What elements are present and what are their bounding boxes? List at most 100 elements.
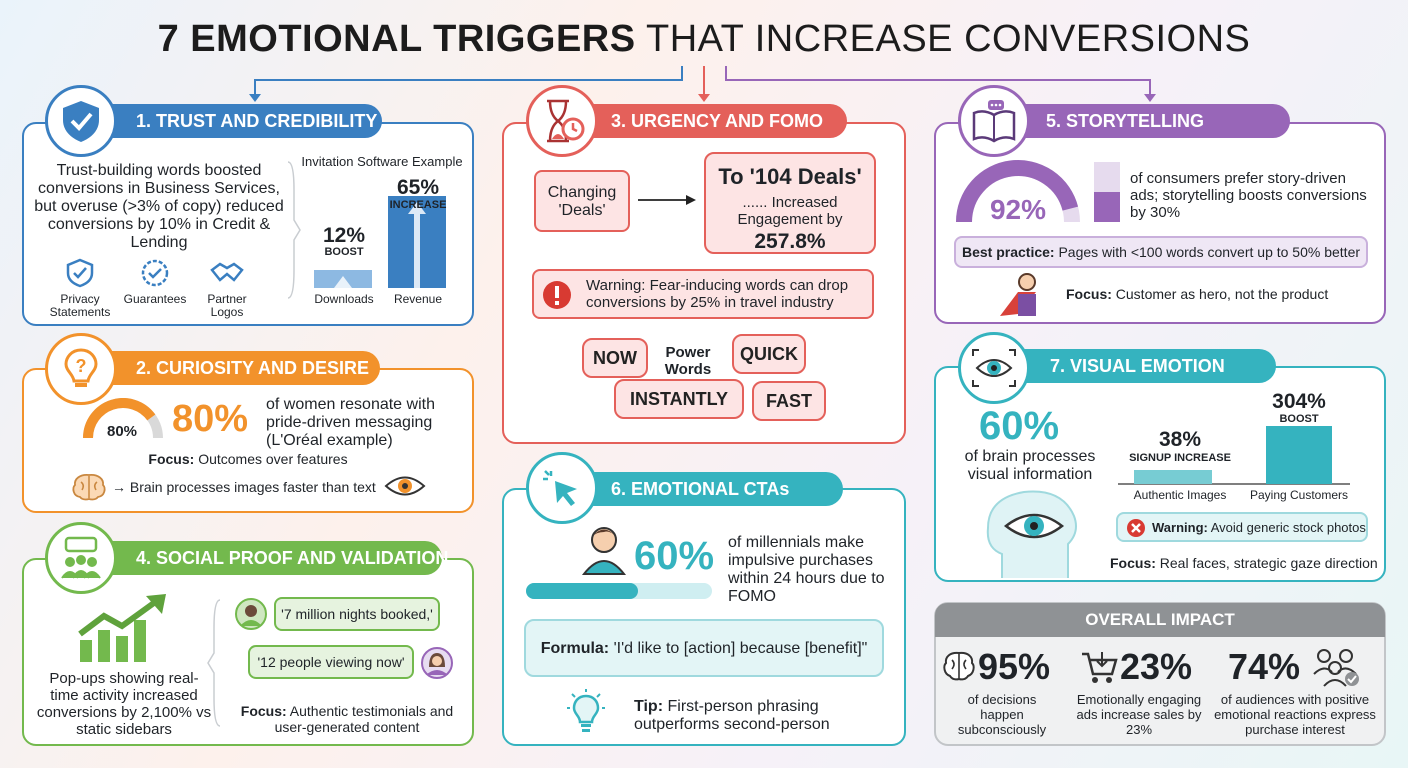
trust-header: 1. TRUST AND CREDIBILITY: [92, 104, 382, 138]
visual-badge: [958, 332, 1030, 404]
visual-bar-authentic-value: 38%: [1158, 428, 1202, 451]
power-word-fast: FAST: [752, 381, 826, 421]
avatar-man-icon: [235, 598, 267, 630]
hourglass-clock-icon: [547, 99, 585, 143]
visual-header: 7. VISUAL EMOTION: [1002, 349, 1276, 383]
social-text: Pop-ups showing real-time activity incre…: [36, 670, 212, 738]
visual-bar-authentic-label: Authentic Images: [1133, 488, 1227, 502]
overall-stat-2-text: Emotionally engaging ads increase sales …: [1076, 692, 1202, 737]
trust-icon-guarantees: Guarantees: [118, 258, 192, 306]
curiosity-gauge: [83, 398, 163, 439]
power-word-quick: QUICK: [732, 334, 806, 374]
bar-authentic-images: [1134, 470, 1212, 484]
curiosity-focus: Focus: Outcomes over features: [148, 451, 348, 467]
brain-eye-icon: [986, 490, 1077, 578]
trust-bar-chart: [314, 196, 446, 288]
story-focus: Focus: Customer as hero, not the product: [1066, 286, 1329, 302]
ctas-progress-track: [526, 583, 712, 599]
story-card: [934, 122, 1386, 324]
trust-bar-revenue-tag: INCREASE: [389, 199, 447, 211]
ctas-badge: [526, 452, 598, 524]
ctas-header: 6. EMOTIONAL CTAs: [567, 472, 843, 506]
visual-focus: Focus: Real faces, strategic gaze direct…: [1110, 555, 1378, 571]
person-icon: [581, 527, 627, 575]
overall-stat-3-value: 74%: [1228, 646, 1301, 687]
social-focus: Focus: Authentic testimonials and user-g…: [240, 703, 454, 735]
urgency-arrow-icon: [638, 195, 696, 205]
overall-stat-1-value: 95%: [978, 646, 1051, 687]
trust-example-title: Invitation Software Example: [301, 154, 463, 169]
power-word-now: NOW: [582, 338, 648, 378]
social-quote-2: '12 people viewing now': [248, 645, 414, 679]
story-header: 5. STORYTELLING: [1002, 104, 1290, 138]
book-icon: [972, 100, 1016, 143]
bar-paying-customers: [1266, 426, 1332, 484]
error-x-icon: [1127, 519, 1145, 537]
visual-bar-authentic-tag: SIGNUP INCREASE: [1129, 452, 1231, 464]
shield-icon: [66, 258, 94, 288]
power-word-instantly: INSTANTLY: [614, 379, 744, 419]
cursor-click-icon: [543, 470, 577, 506]
people-icon: [1313, 649, 1359, 687]
story-gauge: [956, 160, 1080, 223]
avatar-woman-icon: [421, 647, 453, 679]
visual-big-stat: 60%: [978, 404, 1060, 448]
visual-bar-chart: [1118, 426, 1350, 485]
brain-icon: [72, 473, 106, 501]
urgency-badge: [526, 85, 598, 157]
urgency-power-label: Power Words: [664, 344, 712, 378]
curiosity-stat-text: of women resonate with pride-driven mess…: [266, 396, 435, 449]
story-gauge-label: 92%: [989, 194, 1047, 225]
shield-check-icon: [63, 101, 99, 142]
urgency-from-box: Changing 'Deals': [534, 170, 630, 232]
visual-warning-box: Warning: Avoid generic stock photos: [1116, 512, 1368, 542]
superhero-icon: [1000, 273, 1036, 316]
overall-stat-1-text: of decisions happen subconsciously: [957, 692, 1047, 737]
curiosity-arrow-text: → Brain processes images faster than tex…: [112, 479, 376, 495]
curiosity-big-stat: 80%: [172, 398, 249, 440]
arrow-up-icon: [408, 202, 426, 288]
group-chat-icon: [61, 536, 101, 579]
visual-bar-paying-tag: BOOST: [1279, 413, 1319, 425]
visual-stat-text: of brain processes visual information: [964, 448, 1096, 483]
badge-check-icon: [141, 259, 169, 287]
curiosity-gauge-label: 80%: [106, 423, 138, 440]
trust-badge: [45, 85, 117, 157]
cart-icon: [1082, 652, 1118, 683]
story-badge: [958, 85, 1030, 157]
alert-icon: [543, 281, 571, 309]
trust-bar-downloads-tag: BOOST: [324, 246, 364, 258]
eye-icon: [384, 476, 426, 496]
ctas-progress-fill: [526, 583, 638, 599]
connector-arrows: [249, 66, 1156, 102]
brain-icon: [943, 651, 975, 681]
story-best-practice: Best practice: Pages with <100 words con…: [954, 236, 1368, 268]
social-quote-1: '7 million nights booked,': [274, 597, 440, 631]
lightbulb-icon: [567, 689, 605, 732]
page-title: 7 EMOTIONAL TRIGGERS THAT INCREASE CONVE…: [157, 18, 1251, 60]
svg-text:?: ?: [76, 356, 87, 376]
ctas-tip: Tip: First-person phrasing outperforms s…: [634, 698, 830, 733]
overall-stat-2-value: 23%: [1120, 646, 1193, 687]
story-text: of consumers prefer story-driven ads; st…: [1130, 170, 1367, 221]
ctas-big-stat: 60%: [634, 534, 715, 578]
story-mini-bar: [1094, 162, 1120, 222]
trust-body: Trust-building words boosted conversions…: [34, 162, 284, 251]
eye-focus-icon: [972, 349, 1016, 387]
arrow-up-icon: [334, 276, 352, 288]
visual-bar-paying-label: Paying Customers: [1249, 488, 1349, 502]
ctas-stat-text: of millennials make impulsive purchases …: [728, 534, 885, 605]
growth-chart-icon: [78, 594, 166, 662]
social-bracket: [207, 599, 221, 727]
ctas-card: [502, 488, 906, 746]
trust-bar-downloads-value: 12%: [322, 224, 366, 247]
ctas-formula-box: Formula: 'I'd like to [action] because […: [524, 619, 884, 677]
urgency-header: 3. URGENCY AND FOMO: [567, 104, 847, 138]
lightbulb-question-icon: ?: [64, 348, 98, 387]
trust-bar-downloads-label: Downloads: [314, 292, 374, 306]
urgency-to-box: To '104 Deals' ...... Increased Engageme…: [704, 152, 876, 254]
curiosity-header: 2. CURIOSITY AND DESIRE: [92, 351, 380, 385]
overall-stat-3-text: of audiences with positive emotional rea…: [1214, 692, 1376, 737]
urgency-warning-box: Warning: Fear-inducing words can drop co…: [532, 269, 874, 319]
trust-bar-revenue-value: 65%: [396, 176, 440, 199]
